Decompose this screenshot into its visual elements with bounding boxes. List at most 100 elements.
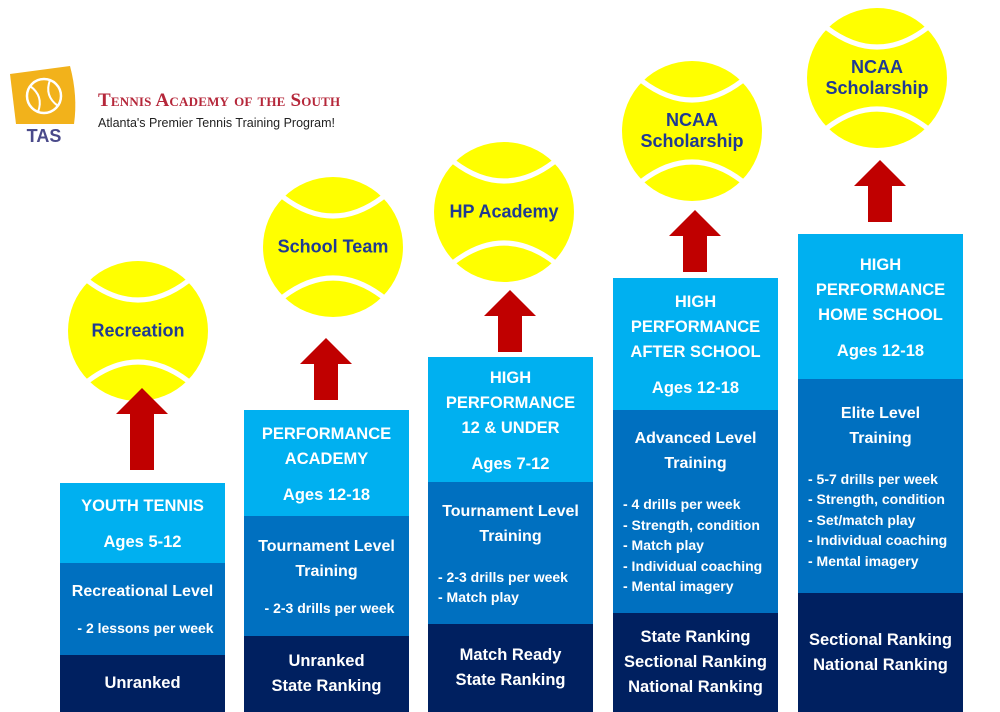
logo: TAS Tennis Academy of the South Atlanta'… (8, 66, 368, 148)
tennis-ball-icon (263, 177, 403, 317)
goal-label: NCAA Scholarship (825, 57, 929, 98)
training-detail-item: - 2 lessons per week (77, 620, 214, 637)
training-detail-item: - 4 drills per week (623, 496, 741, 513)
ranking-line: Unranked (288, 652, 365, 670)
tennis-ball-icon (434, 142, 574, 282)
training-details: - 4 drills per week - Strength, condition… (617, 494, 774, 597)
age-range: Ages 7-12 (471, 454, 550, 473)
ranking-line: State Ranking (640, 628, 751, 646)
tagline: Atlanta's Premier Tennis Training Progra… (98, 116, 335, 130)
ranking-line: State Ranking (455, 671, 566, 689)
training-detail-item: - Match play (438, 589, 519, 605)
training-details: - 2-3 drills per week (248, 598, 405, 619)
tennis-ball-goal: HP Academy (432, 140, 576, 284)
training-details: - 2 lessons per week (64, 618, 221, 639)
up-arrow-icon (300, 338, 352, 400)
goal-label: School Team (277, 236, 389, 257)
up-arrow-icon (669, 210, 721, 272)
training-detail-item: - Individual coaching (808, 532, 948, 549)
program-title-line: PERFORMANCE (630, 318, 761, 336)
ranking-section: Unranked (60, 655, 225, 712)
training-level-line: Advanced Level (634, 430, 757, 448)
training-details: - 2-3 drills per week - Match play (432, 567, 589, 608)
brand-name: Tennis Academy of the South (98, 90, 341, 111)
program-title-line: HIGH (859, 255, 902, 274)
training-detail-item: - Mental imagery (623, 578, 734, 595)
training-level-line: Training (849, 429, 912, 447)
training-level-line: Training (664, 455, 727, 473)
tennis-ball-icon (68, 261, 208, 401)
tennis-ball-goal: NCAA Scholarship (620, 59, 764, 203)
age-range: Ages 12-18 (282, 485, 371, 504)
logo-mark-text: TAS (27, 126, 62, 146)
ranking-line: Sectional Ranking (623, 653, 768, 671)
training-detail-item: - 5-7 drills per week (808, 470, 938, 487)
program-title-line: HIGH (674, 293, 717, 311)
program-title-line: PERFORMANCE (815, 280, 946, 299)
ranking-line: National Ranking (813, 655, 948, 674)
training-level-line: Recreational Level (71, 583, 214, 601)
program-title-line: 12 & UNDER (461, 418, 560, 437)
training-level-line: Training (295, 562, 358, 580)
program-title-line: HIGH (489, 368, 532, 387)
training-detail-item: - 2-3 drills per week (438, 568, 568, 585)
program-header: PERFORMANCE ACADEMY Ages 12-18 (244, 410, 409, 516)
age-range: Ages 5-12 (103, 533, 182, 551)
up-arrow-icon (484, 290, 536, 352)
training-detail-item: - Match play (623, 537, 704, 554)
ranking-line: Unranked (104, 674, 181, 692)
program-title-line: AFTER SCHOOL (630, 343, 761, 361)
training-detail-item: - Mental imagery (808, 552, 919, 569)
training-level-line: Tournament Level (442, 502, 579, 520)
program-title-line: ACADEMY (284, 449, 369, 468)
program-header: HIGH PERFORMANCE HOME SCHOOL Ages 12-18 (798, 234, 963, 379)
up-arrow-icon (116, 388, 168, 470)
training-detail-item: - Strength, condition (623, 516, 760, 533)
program-header: HIGH PERFORMANCE AFTER SCHOOL Ages 12-18 (613, 278, 778, 410)
training-detail-item: - Individual coaching (623, 557, 763, 574)
tennis-ball-icon (807, 8, 947, 148)
tas-logo-icon: TAS (10, 66, 76, 146)
tennis-ball-icon (622, 61, 762, 201)
ranking-line: Sectional Ranking (808, 630, 953, 649)
training-detail-item: - Strength, condition (808, 491, 945, 508)
ranking-line: National Ranking (628, 678, 763, 696)
training-section: Recreational Level - 2 lessons per week (60, 563, 225, 655)
program-title-line: PERFORMANCE (261, 424, 392, 443)
age-range: Ages 12-18 (836, 341, 925, 360)
ranking-line: Match Ready (459, 646, 562, 664)
goal-label: NCAA Scholarship (640, 110, 744, 151)
program-title-line: HOME SCHOOL (818, 305, 943, 324)
goal-label: Recreation (91, 320, 185, 341)
goal-label: HP Academy (449, 201, 559, 222)
tennis-ball-goal: NCAA Scholarship (805, 6, 949, 150)
ranking-line: State Ranking (271, 677, 382, 695)
tennis-ball-goal: School Team (261, 175, 405, 319)
program-title-line: PERFORMANCE (445, 393, 576, 412)
training-level-line: Training (479, 527, 542, 545)
age-range: Ages 12-18 (651, 379, 740, 397)
training-detail-item: - Set/match play (808, 511, 916, 528)
training-level-line: Elite Level (840, 404, 921, 422)
up-arrow-icon (854, 160, 906, 222)
training-detail-item: - 2-3 drills per week (264, 599, 395, 616)
program-header: YOUTH TENNIS Ages 5-12 (60, 483, 225, 563)
tennis-ball-goal: Recreation (66, 259, 210, 403)
program-header: HIGH PERFORMANCE 12 & UNDER Ages 7-12 (428, 357, 593, 482)
training-details: - 5-7 drills per week - Strength, conditi… (802, 469, 959, 572)
program-title-line: YOUTH TENNIS (81, 497, 204, 515)
